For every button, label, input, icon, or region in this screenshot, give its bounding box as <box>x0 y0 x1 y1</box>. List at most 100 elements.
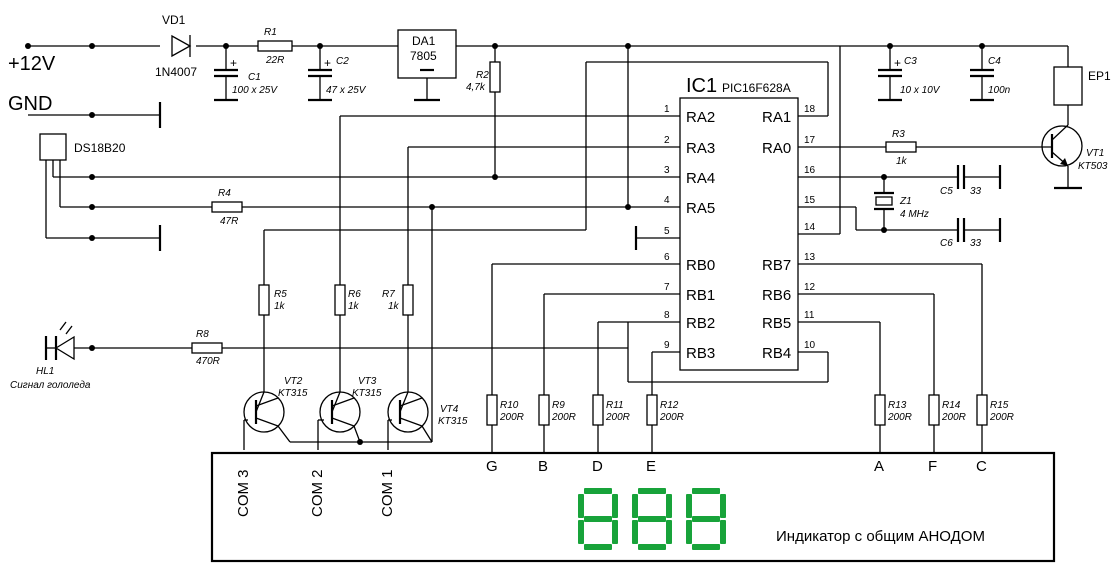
resistor-r5: R5 1k <box>258 284 287 392</box>
r6-val: 1k <box>348 301 360 312</box>
transistor-vt3: VT3 KT315 <box>317 376 382 450</box>
segment-resistor-ref: R11 <box>606 400 624 411</box>
digit-segment <box>666 520 672 544</box>
hl1-caption: Сигнал гололеда <box>10 380 91 391</box>
segment-resistor-val: 200R <box>551 412 576 423</box>
c3-val: 10 x 10V <box>900 85 941 96</box>
segment-label: G <box>486 458 498 475</box>
ic-pin-name: RB3 <box>686 345 715 362</box>
resistor-r2: R2 4,7k <box>466 46 501 177</box>
ic-pin-number: 3 <box>664 165 670 176</box>
ic-pin-number: 4 <box>664 195 670 206</box>
com-label: COM 2 <box>309 469 326 517</box>
r7-ref: R7 <box>382 289 395 300</box>
ic-pin-number: 14 <box>804 222 816 233</box>
ic-pin-name: RA3 <box>686 140 715 157</box>
segment-resistor <box>646 394 658 426</box>
ic-pin-number: 18 <box>804 104 816 115</box>
digit <box>578 488 618 550</box>
segment-resistor <box>976 394 988 426</box>
digit-segment <box>612 520 618 544</box>
r4-val: 47R <box>220 216 238 227</box>
ic-pin-number: 9 <box>664 340 670 351</box>
diode-vd1: VD1 1N4007 <box>155 13 197 79</box>
ic-pin-number: 15 <box>804 195 816 206</box>
segment-label: F <box>928 458 937 475</box>
r4-ref: R4 <box>218 188 231 199</box>
digit-segment <box>686 494 692 518</box>
digit-segment <box>638 516 666 522</box>
r8-val: 470R <box>196 356 220 367</box>
ic-pin-name: RB1 <box>686 287 715 304</box>
ic-pin-name: RA5 <box>686 200 715 217</box>
ic-pin-name: RA2 <box>686 109 715 126</box>
c3-ref: C3 <box>904 56 917 67</box>
ep1-ref: EP1 <box>1088 69 1111 83</box>
resistor-r3: R3 1k <box>798 129 1052 167</box>
vt3-part: KT315 <box>352 388 382 399</box>
segment-resistor-val: 200R <box>659 412 684 423</box>
r3-val: 1k <box>896 156 908 167</box>
ic-pin-name: RB2 <box>686 315 715 332</box>
power-section: +12V GND VD1 1N4007 R1 22R <box>8 13 1111 190</box>
digit-segment <box>692 516 720 522</box>
ic-pin-name: RA0 <box>762 140 791 157</box>
ic-pin-number: 7 <box>664 282 670 293</box>
ic-pin-name: RB0 <box>686 257 715 274</box>
r2-ref: R2 <box>476 70 489 81</box>
display-caption: Индикатор с общим АНОДОМ <box>776 528 985 545</box>
ic-pin-number: 12 <box>804 282 816 293</box>
c5-ref: C5 <box>940 186 953 197</box>
c4-val: 100n <box>988 85 1011 96</box>
segment-resistor-group: R10200RR9200RR11200RR12200RR13200RR14200… <box>486 394 1014 453</box>
resistor-r6: R6 1k <box>334 284 361 392</box>
segment-resistor-val: 200R <box>989 412 1014 423</box>
svg-text:+: + <box>324 56 331 70</box>
c1-ref: C1 <box>248 72 261 83</box>
segment-resistor-val: 200R <box>887 412 912 423</box>
transistor-vt1: VT1 KT503 <box>1041 124 1108 190</box>
digit-segment <box>584 544 612 550</box>
digit-segment <box>720 494 726 518</box>
led-hl1: HL1 Сигнал гололеда <box>10 321 192 391</box>
ic-pin-name: RA1 <box>762 109 791 126</box>
da1-part: 7805 <box>410 49 437 63</box>
resistor-r8: R8 470R <box>191 321 680 367</box>
segment-resistor <box>928 394 940 426</box>
vt2-ref: VT2 <box>284 376 303 387</box>
ic-pin-name: RB4 <box>762 345 791 362</box>
segment-resistor-ref: R13 <box>888 400 907 411</box>
ic-pin-number: 17 <box>804 135 816 146</box>
vt1-ref: VT1 <box>1086 148 1104 159</box>
ic-pin-name: RB7 <box>762 257 791 274</box>
ic-pin-name: RB6 <box>762 287 791 304</box>
resistor-r7: R7 1k <box>382 284 414 392</box>
segment-resistor-ref: R15 <box>990 400 1009 411</box>
ic-pin-number: 6 <box>664 252 670 263</box>
segment-resistor-ref: R14 <box>942 400 961 411</box>
vd1-part: 1N4007 <box>155 65 197 79</box>
ic-pin-number: 2 <box>664 135 670 146</box>
digit-segment <box>612 494 618 518</box>
r8-ref: R8 <box>196 329 209 340</box>
segment-resistor-val: 200R <box>941 412 966 423</box>
gnd-label: GND <box>8 93 52 115</box>
c2-val: 47 x 25V <box>326 85 367 96</box>
r5-val: 1k <box>274 301 286 312</box>
digit-segment <box>578 520 584 544</box>
capacitor-c6: C6 33 <box>940 218 1002 249</box>
vcc-label: +12V <box>8 53 56 75</box>
r5-ref: R5 <box>274 289 287 300</box>
segment-resistor-ref: R9 <box>552 400 565 411</box>
z1-ref: Z1 <box>899 196 912 207</box>
segment-resistor <box>486 394 498 426</box>
ic-pin-number: 8 <box>664 310 670 321</box>
c1-val: 100 x 25V <box>232 85 278 96</box>
r1-ref: R1 <box>264 27 277 38</box>
c5-val: 33 <box>970 186 982 197</box>
